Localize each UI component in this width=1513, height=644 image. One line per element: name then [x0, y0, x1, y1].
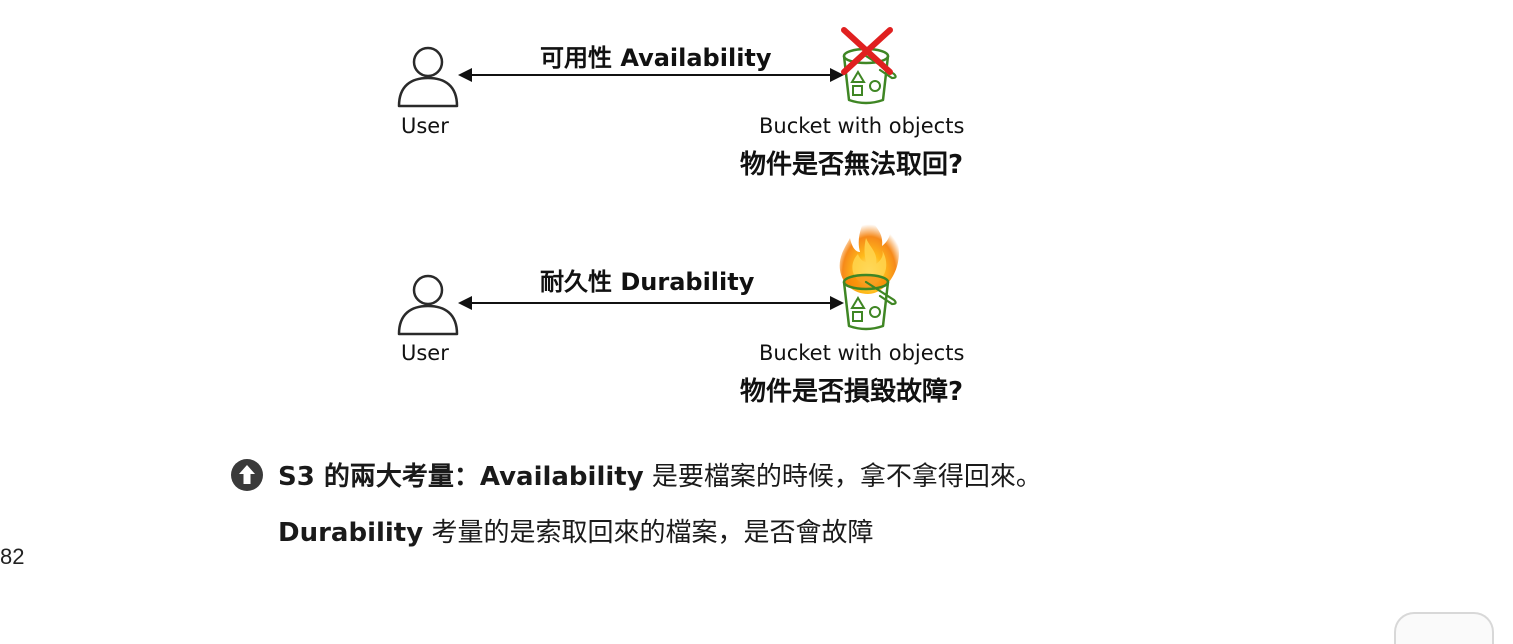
caption-line-1-lead: S3 的兩大考量： [278, 462, 480, 492]
caption-line-1: S3 的兩大考量：Availability 是要檔案的時候，拿不拿得回來。 [278, 456, 1042, 493]
arrow-up-circle-icon [231, 459, 263, 491]
double-arrow [458, 68, 844, 82]
bucket-label: Bucket with objects [759, 341, 965, 365]
availability-term: Availability [479, 462, 644, 492]
fire-icon [839, 212, 899, 294]
durability-term: Durability [278, 518, 424, 548]
caption-line-1-rest: 是要檔案的時候，拿不拿得回來。 [643, 462, 1042, 492]
durability-arrow-label: 耐久性 Durability [540, 268, 755, 296]
caption-line-2-rest: 考量的是索取回來的檔案，是否會故障 [423, 518, 874, 548]
bucket-icon [842, 47, 897, 105]
bucket-icon [842, 273, 897, 331]
user-label: User [401, 114, 449, 138]
bucket-label: Bucket with objects [759, 114, 965, 138]
red-x-icon [841, 27, 893, 75]
caption-line-2: Durability 考量的是索取回來的檔案，是否會故障 [278, 512, 873, 549]
user-label: User [401, 341, 449, 365]
user-icon [397, 274, 459, 336]
user-icon [397, 46, 459, 108]
page-number: 82 [0, 544, 25, 569]
scroll-tab[interactable] [1394, 612, 1494, 644]
availability-arrow-label: 可用性 Availability [540, 44, 772, 72]
availability-question: 物件是否無法取回? [740, 150, 964, 180]
double-arrow [458, 296, 844, 310]
durability-question: 物件是否損毀故障? [740, 377, 964, 407]
durability-diagram: User 耐久性 Durability Bucket with objects … [0, 200, 1513, 415]
availability-diagram: User 可用性 Availability Bucket with object… [0, 0, 1513, 200]
